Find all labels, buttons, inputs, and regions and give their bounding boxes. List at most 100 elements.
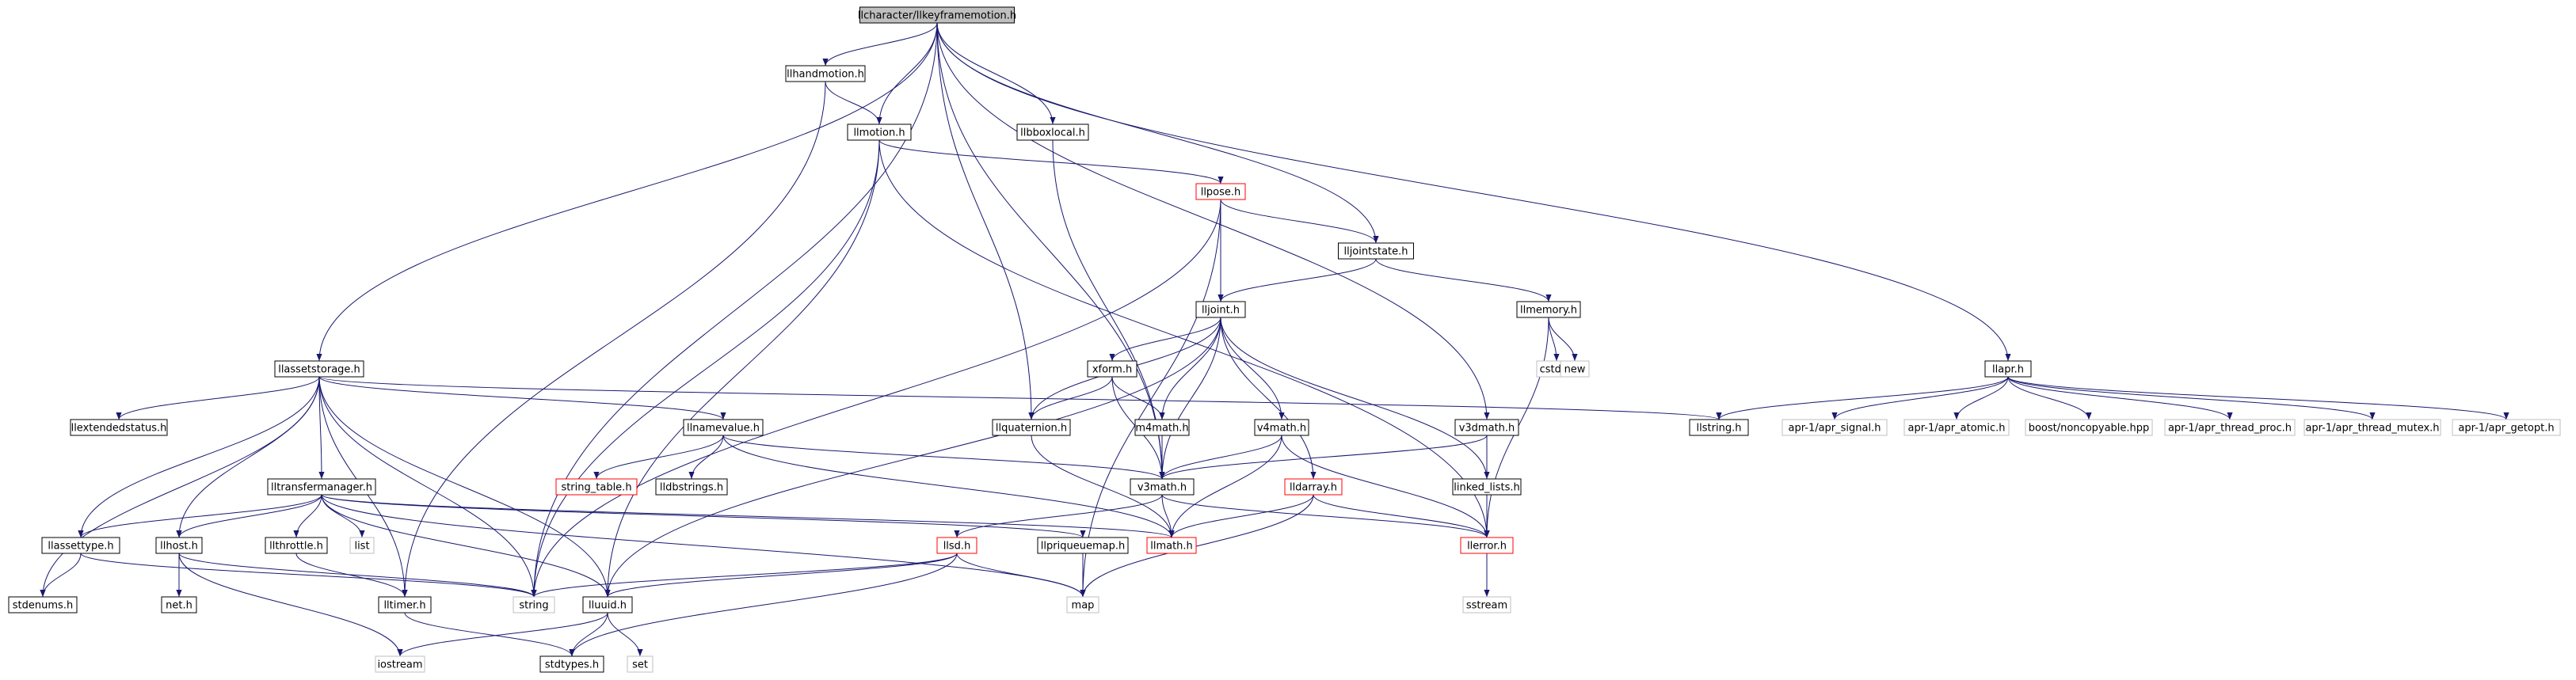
node-label: llbboxlocal.h — [1020, 127, 1085, 139]
node-uuid[interactable]: lluuid.h — [582, 596, 633, 614]
node-pose[interactable]: llpose.h — [1195, 183, 1246, 200]
edge-pose-to-map — [1080, 199, 1221, 598]
node-box — [1087, 360, 1137, 378]
edge-transfermanager-to-uuid — [321, 494, 611, 598]
edge-namevalue-to-dbstrings — [688, 435, 724, 480]
node-box — [1781, 419, 1888, 436]
edge-handmotion-to-timer — [402, 81, 826, 598]
node-new[interactable]: new — [1560, 360, 1590, 378]
edge-memory-to-new — [1548, 317, 1578, 362]
node-label: lljoint.h — [1202, 305, 1240, 317]
node-set[interactable]: set — [627, 655, 654, 673]
node-v3math[interactable]: v3math.h — [1130, 478, 1195, 496]
node-box — [1689, 419, 1749, 436]
node-aprthreadmutex[interactable]: apr-1/apr_thread_mutex.h — [2304, 419, 2441, 436]
node-box — [582, 596, 633, 614]
node-box — [1130, 478, 1195, 496]
node-box — [1254, 419, 1309, 436]
edge-transfermanager-to-map — [321, 494, 1086, 598]
node-linkedlists[interactable]: linked_lists.h — [1452, 478, 1522, 496]
node-label: llpose.h — [1201, 187, 1241, 199]
edge-root-to-v3math — [936, 22, 1165, 480]
node-llsd[interactable]: llsd.h — [936, 537, 977, 554]
edge-llsd-to-string — [531, 553, 958, 598]
node-namevalue[interactable]: llnamevalue.h — [683, 419, 764, 436]
edge-apr-to-aprgetopt — [2007, 376, 2509, 420]
node-label: set — [632, 659, 648, 671]
node-root[interactable]: llcharacter/llkeyframemotion.h — [858, 6, 1016, 24]
edge-namevalue-to-stringtable — [593, 435, 724, 480]
node-m4math[interactable]: m4math.h — [1134, 419, 1190, 436]
node-box — [1195, 301, 1246, 318]
node-priqueuemap[interactable]: llpriqueuemap.h — [1037, 537, 1129, 554]
node-box — [539, 655, 604, 673]
edge-assetstorage-to-assettype — [78, 376, 320, 538]
node-map[interactable]: map — [1066, 596, 1099, 614]
node-list[interactable]: list — [349, 537, 375, 554]
edge-joint-to-darray — [1220, 317, 1317, 480]
node-throttle[interactable]: llthrottle.h — [265, 537, 328, 554]
node-timer[interactable]: lltimer.h — [378, 596, 432, 614]
node-apratomic[interactable]: apr-1/apr_atomic.h — [1903, 419, 2010, 436]
node-apr[interactable]: llapr.h — [1984, 360, 2032, 378]
node-label: llmotion.h — [853, 127, 905, 139]
node-v4math[interactable]: v4math.h — [1254, 419, 1309, 436]
node-label: apr-1/apr_atomic.h — [1908, 423, 2006, 435]
edge-motion-to-llerror — [878, 139, 1490, 538]
node-box — [1460, 537, 1514, 554]
edge-assetstorage-to-extendedstatus — [116, 376, 320, 420]
node-motion[interactable]: llmotion.h — [847, 123, 912, 141]
node-neth[interactable]: net.h — [161, 596, 197, 614]
node-box — [349, 537, 375, 554]
node-llerror[interactable]: llerror.h — [1460, 537, 1514, 554]
edge-apr-to-aprthreadmutex — [2007, 376, 2376, 420]
edge-transfermanager-to-llmath — [321, 494, 1175, 538]
node-box — [8, 596, 78, 614]
node-box — [155, 537, 203, 554]
node-transfermanager[interactable]: lltransfermanager.h — [267, 478, 376, 496]
node-sstream[interactable]: sstream — [1462, 596, 1511, 614]
node-label: sstream — [1466, 600, 1507, 612]
node-quaternion[interactable]: llquaternion.h — [992, 419, 1071, 436]
node-aprsignal[interactable]: apr-1/apr_signal.h — [1781, 419, 1888, 436]
node-xform[interactable]: xform.h — [1087, 360, 1137, 378]
node-joint[interactable]: lljoint.h — [1195, 301, 1246, 318]
node-box — [1516, 301, 1581, 318]
node-darray[interactable]: lldarray.h — [1284, 478, 1343, 496]
node-label: llhandmotion.h — [787, 69, 864, 81]
node-stdenums[interactable]: stdenums.h — [8, 596, 78, 614]
node-v3dmath[interactable]: v3dmath.h — [1454, 419, 1519, 436]
node-memory[interactable]: llmemory.h — [1516, 301, 1581, 318]
node-box — [2304, 419, 2441, 436]
edge-assettype-to-stdenums — [40, 553, 82, 598]
node-host[interactable]: llhost.h — [155, 537, 203, 554]
node-box — [1037, 537, 1129, 554]
edge-namevalue-to-llmath — [722, 435, 1175, 538]
node-label: list — [354, 541, 369, 553]
node-iostream[interactable]: iostream — [375, 655, 425, 673]
node-jointstate[interactable]: lljointstate.h — [1338, 242, 1414, 260]
node-box — [1134, 419, 1190, 436]
node-dbstrings[interactable]: lldbstrings.h — [655, 478, 728, 496]
node-llstring[interactable]: llstring.h — [1689, 419, 1749, 436]
node-box — [1066, 596, 1099, 614]
edge-darray-to-llerror — [1313, 494, 1490, 538]
node-label: string — [519, 600, 548, 612]
node-assettype[interactable]: llassettype.h — [41, 537, 120, 554]
node-string[interactable]: string — [513, 596, 555, 614]
node-aprthreadproc[interactable]: apr-1/apr_thread_proc.h — [2164, 419, 2296, 436]
node-extendedstatus[interactable]: llextendedstatus.h — [70, 419, 168, 436]
node-label: apr-1/apr_thread_proc.h — [2168, 423, 2292, 435]
node-label: v3dmath.h — [1459, 423, 1515, 435]
node-stringtable[interactable]: string_table.h — [555, 478, 638, 496]
node-bboxlocal[interactable]: llbboxlocal.h — [1016, 123, 1089, 141]
node-handmotion[interactable]: llhandmotion.h — [785, 65, 866, 82]
node-label: llstring.h — [1697, 423, 1742, 435]
node-noncopyable[interactable]: boost/noncopyable.hpp — [2025, 419, 2153, 436]
node-assetstorage[interactable]: llassetstorage.h — [274, 360, 364, 378]
node-stdtypes[interactable]: stdtypes.h — [539, 655, 604, 673]
node-label: llextendedstatus.h — [71, 423, 167, 435]
node-llmath[interactable]: llmath.h — [1146, 537, 1197, 554]
node-box — [1195, 183, 1246, 200]
node-aprgetopt[interactable]: apr-1/apr_getopt.h — [2452, 419, 2561, 436]
